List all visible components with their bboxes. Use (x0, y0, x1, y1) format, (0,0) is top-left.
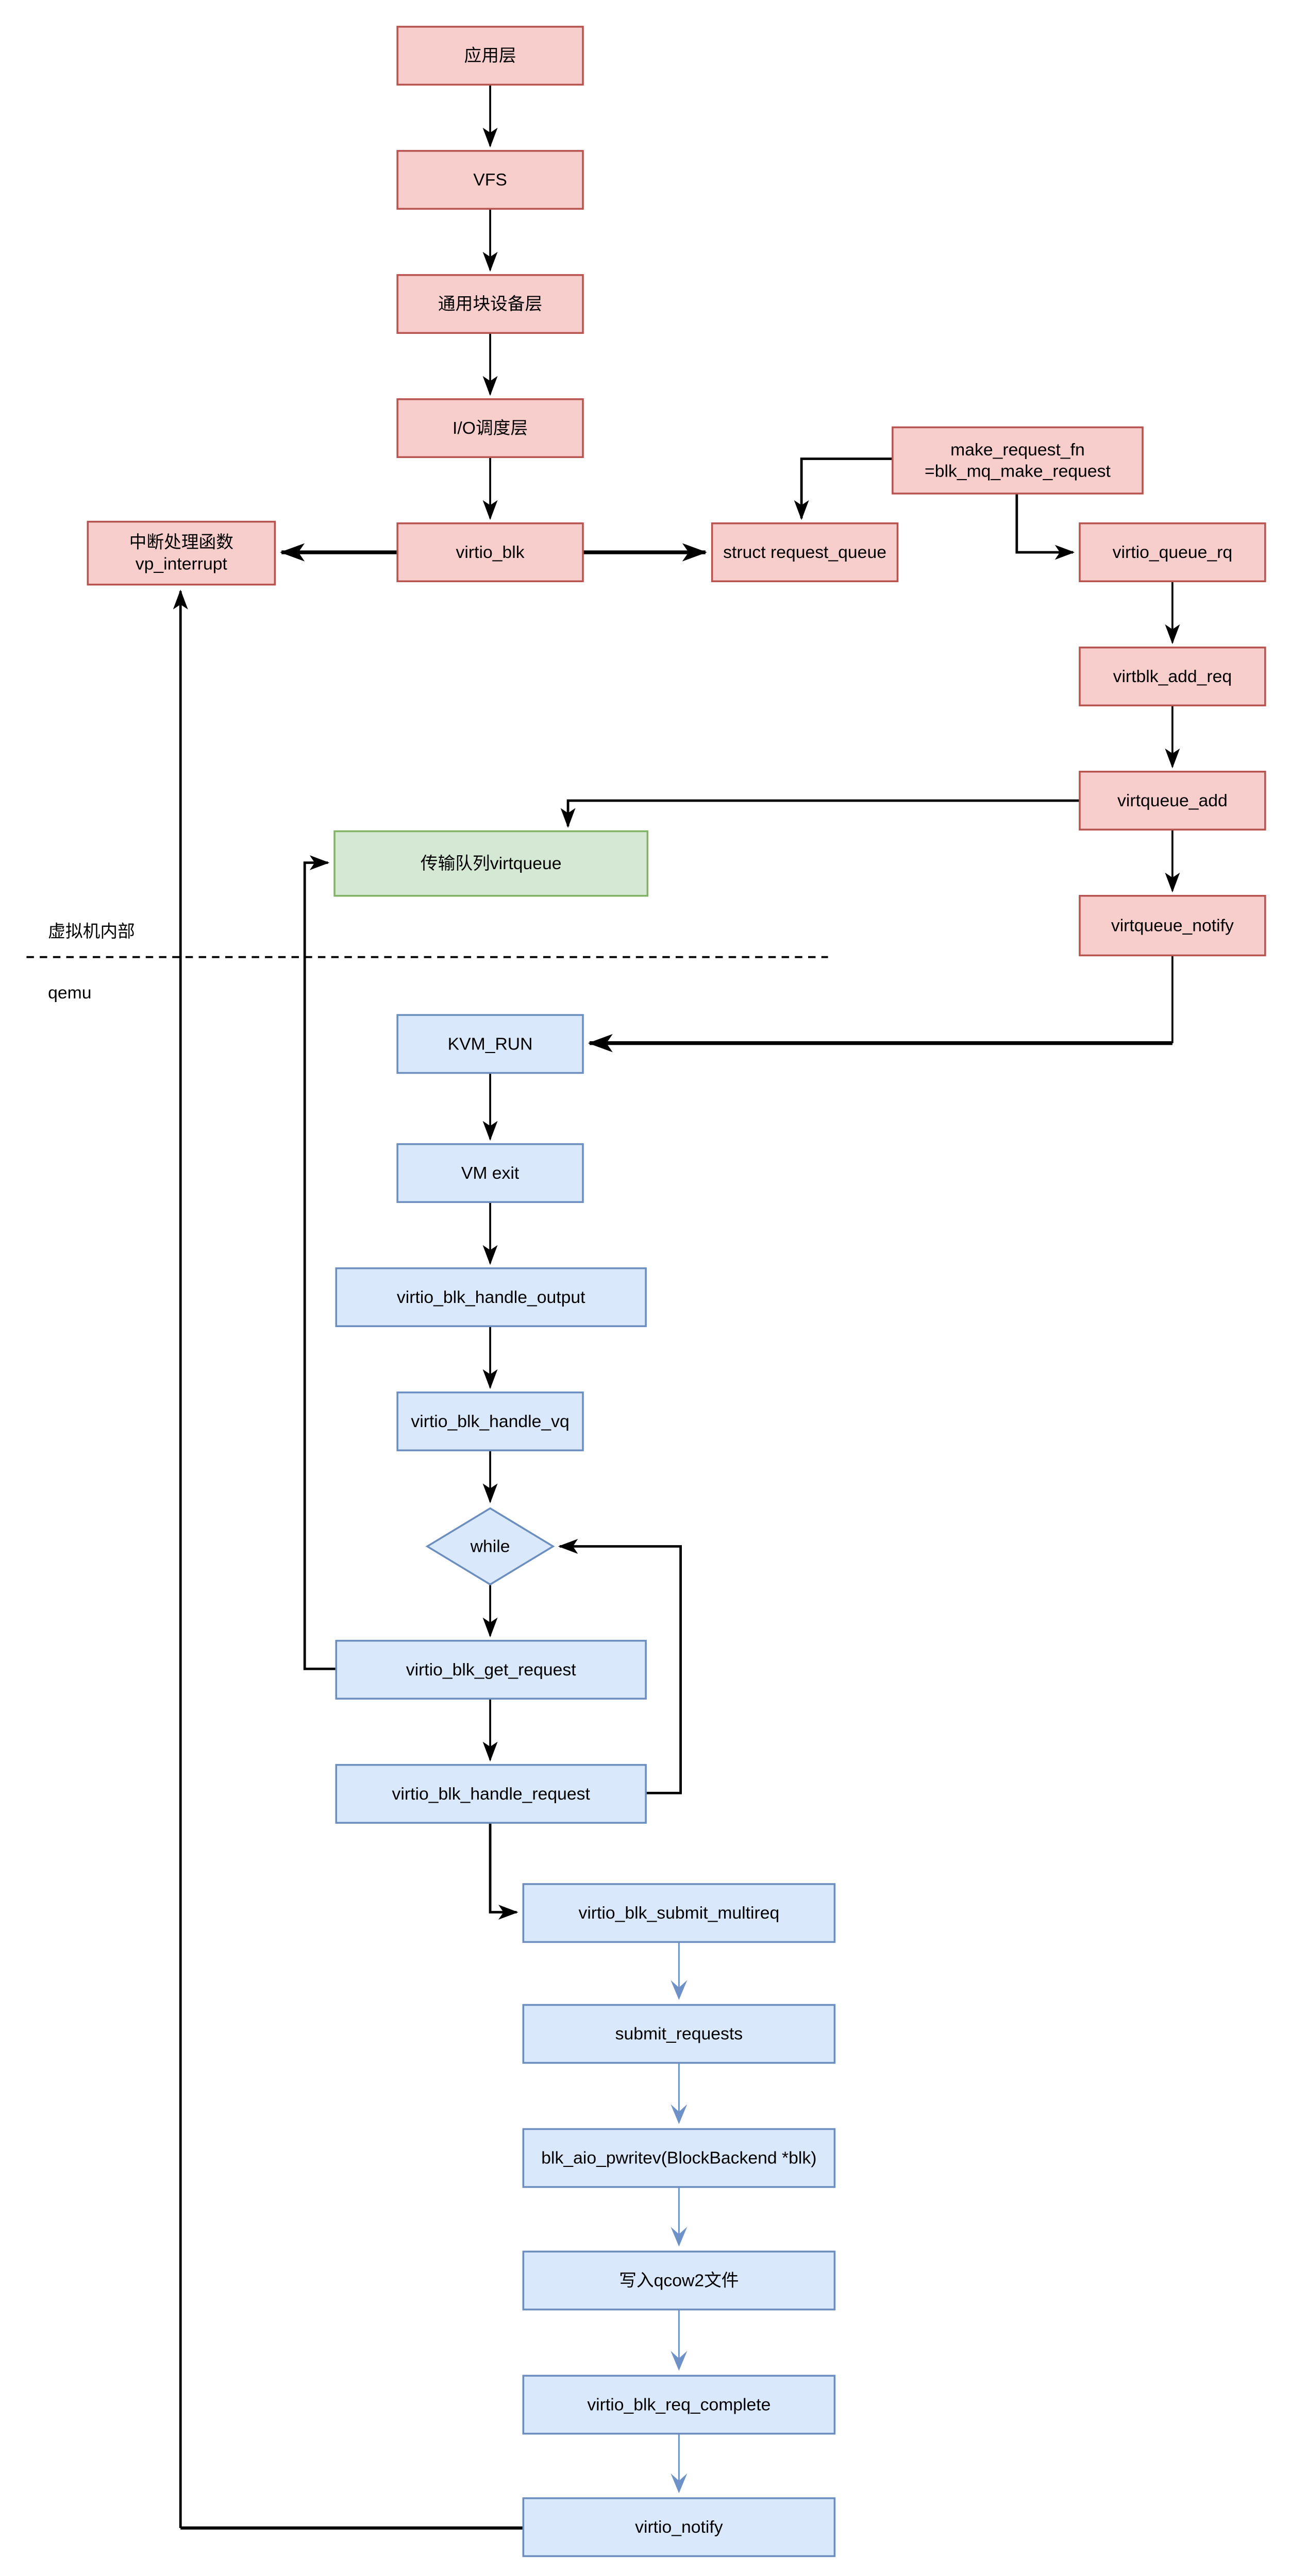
virtio-blk-req-complete-shape (522, 2375, 836, 2435)
vfs-label: VFS (473, 170, 507, 190)
generic-block-layer-shape (396, 274, 584, 334)
node-virtio-blk-get-request: virtio_blk_get_request (335, 1639, 647, 1700)
virtqueue-notify-label: virtqueue_notify (1111, 916, 1234, 936)
virtio-notify-shape (522, 2497, 836, 2557)
virtio-blk-shape (396, 522, 584, 583)
virtio-blk-req-complete-label: virtio_blk_req_complete (587, 2395, 770, 2414)
virtio-blk-get-request-shape (335, 1639, 647, 1700)
node-virtio-notify: virtio_notify (522, 2497, 836, 2557)
node-generic-block-layer: 通用块设备层 (396, 274, 584, 334)
vm-exit-label: VM exit (461, 1163, 520, 1183)
edge-virtqueue-add-to-virtqueue-green (560, 799, 1080, 828)
virtio-blk-handle-vq-label: virtio_blk_handle_vq (411, 1412, 569, 1431)
node-virtio-blk: virtio_blk (396, 522, 584, 583)
node-app-layer: 应用层 (396, 26, 584, 86)
virtio-queue-rq-shape (1079, 522, 1266, 583)
virtio-blk-handle-request-shape (335, 1764, 647, 1824)
virtio-blk-get-request-label: virtio_blk_get_request (406, 1660, 577, 1680)
write-qcow2-file-label: 写入qcow2文件 (619, 2271, 739, 2291)
app-layer-label: 应用层 (464, 46, 516, 65)
node-virtqueue-notify: virtqueue_notify (1079, 894, 1266, 957)
io-scheduler-label: I/O调度层 (453, 418, 528, 438)
qemu-label: qemu (48, 983, 91, 1003)
node-blk-aio-pwritev: blk_aio_pwritev(BlockBackend *blk) (522, 2128, 836, 2188)
virtio-blk-label: virtio_blk (456, 543, 525, 562)
node-kvm-run: KVM_RUN (396, 1014, 584, 1074)
make-request-fn-label: make_request_fn=blk_mq_make_request (925, 440, 1111, 481)
app-layer-shape (396, 26, 584, 86)
struct-request-queue-label: struct request_queue (723, 543, 886, 562)
virtqueue-notify-shape (1079, 894, 1266, 957)
virtqueue-add-label: virtqueue_add (1117, 791, 1228, 810)
while-decision-label: while (470, 1536, 510, 1556)
write-qcow2-file-shape (522, 2250, 836, 2311)
node-virtio-blk-req-complete: virtio_blk_req_complete (522, 2375, 836, 2435)
virtio-blk-handle-output-label: virtio_blk_handle_output (397, 1287, 585, 1307)
edge-virtio-blk-handle-request-to-virtio-blk-submit-multireq (489, 1823, 518, 1920)
vfs-shape (396, 150, 584, 210)
while-decision-shape (425, 1507, 555, 1586)
virtio-blk-submit-multireq-shape (522, 1883, 836, 1943)
virtqueue-add-shape (1079, 771, 1266, 831)
virtio-queue-rq-label: virtio_queue_rq (1113, 543, 1232, 562)
node-virtio-blk-handle-vq: virtio_blk_handle_vq (396, 1391, 584, 1451)
node-struct-request-queue: struct request_queue (711, 522, 899, 583)
node-while-decision: while (425, 1507, 555, 1586)
submit-requests-label: submit_requests (615, 2024, 743, 2044)
edge-make-request-fn-to-struct-request-queue (794, 457, 893, 520)
virtio-notify-label: virtio_notify (635, 2517, 723, 2537)
vm-exit-shape (396, 1143, 584, 1203)
node-io-scheduler: I/O调度层 (396, 398, 584, 459)
node-submit-requests: submit_requests (522, 2004, 836, 2064)
node-vm-exit: VM exit (396, 1143, 584, 1203)
virtio-blk-handle-vq-shape (396, 1391, 584, 1451)
node-virtblk-add-req: virtblk_add_req (1079, 647, 1266, 707)
vm-inside-label: 虚拟机内部 (48, 922, 135, 941)
io-scheduler-shape (396, 398, 584, 459)
virtblk-add-req-label: virtblk_add_req (1113, 667, 1232, 686)
kvm-run-shape (396, 1014, 584, 1074)
node-make-request-fn: make_request_fn=blk_mq_make_request (892, 426, 1144, 495)
node-virtqueue-green: 传输队列virtqueue (333, 830, 649, 897)
blk-aio-pwritev-label: blk_aio_pwritev(BlockBackend *blk) (541, 2148, 816, 2168)
virtqueue-green-label: 传输队列virtqueue (421, 854, 562, 873)
edge-make-request-fn-to-virtio-queue-rq (1015, 493, 1075, 560)
submit-requests-shape (522, 2004, 836, 2064)
node-virtio-blk-handle-output: virtio_blk_handle_output (335, 1267, 647, 1327)
virtio-blk-handle-request-label: virtio_blk_handle_request (392, 1784, 591, 1804)
edge-virtio-blk-handle-request-to-while-decision (558, 1539, 682, 1794)
virtio-blk-handle-output-shape (335, 1267, 647, 1327)
virtio-blk-submit-multireq-label: virtio_blk_submit_multireq (578, 1903, 779, 1923)
node-virtio-blk-submit-multireq: virtio_blk_submit_multireq (522, 1883, 836, 1943)
struct-request-queue-shape (711, 522, 899, 583)
generic-block-layer-label: 通用块设备层 (438, 294, 542, 314)
vp-interrupt-shape (87, 520, 276, 586)
node-virtio-blk-handle-request: virtio_blk_handle_request (335, 1764, 647, 1824)
edge-virtio-blk-get-request-to-virtqueue-green (303, 855, 337, 1670)
blk-aio-pwritev-shape (522, 2128, 836, 2188)
node-vfs: VFS (396, 150, 584, 210)
node-virtqueue-add: virtqueue_add (1079, 771, 1266, 831)
kvm-run-label: KVM_RUN (448, 1034, 533, 1054)
virtqueue-green-shape (333, 830, 649, 897)
node-virtio-queue-rq: virtio_queue_rq (1079, 522, 1266, 583)
node-write-qcow2-file: 写入qcow2文件 (522, 2250, 836, 2311)
make-request-fn-shape (892, 426, 1144, 495)
virtblk-add-req-shape (1079, 647, 1266, 707)
